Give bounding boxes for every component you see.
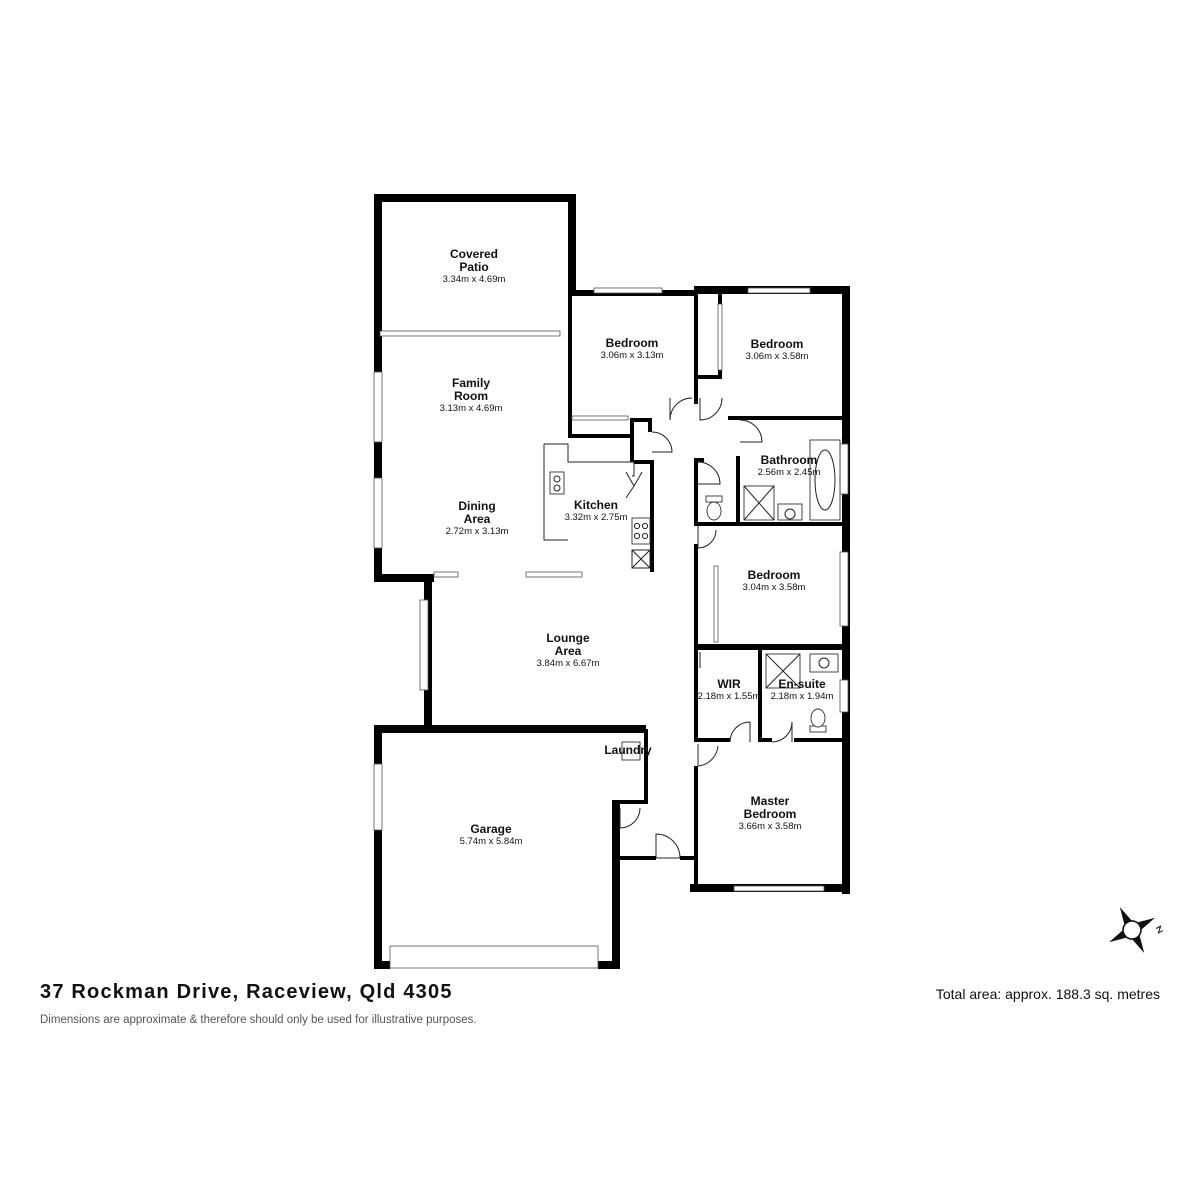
- room-name-line2: Area: [464, 512, 491, 526]
- room-bedroom-2: Bedroom 3.06m x 3.13m: [601, 336, 664, 361]
- room-dining-area: Dining Area 2.72m x 3.13m: [446, 499, 509, 537]
- fixtures: [543, 439, 841, 761]
- room-name: Garage: [470, 822, 512, 836]
- room-dimensions: 2.18m x 1.94m: [771, 691, 834, 702]
- room-dimensions: 2.18m x 1.55m: [698, 691, 761, 702]
- room-dimensions: 3.84m x 6.67m: [537, 658, 600, 669]
- room-master-bedroom: Master Bedroom 3.66m x 3.58m: [739, 794, 802, 832]
- room-dimensions: 3.32m x 2.75m: [565, 512, 628, 523]
- room-dimensions: 3.06m x 3.58m: [746, 351, 809, 362]
- room-dimensions: 2.72m x 3.13m: [446, 526, 509, 537]
- room-dimensions: 5.74m x 5.84m: [460, 836, 523, 847]
- room-garage: Garage 5.74m x 5.84m: [460, 822, 523, 847]
- room-wir: WIR 2.18m x 1.55m: [698, 677, 761, 702]
- room-name-line1: Covered: [450, 247, 498, 261]
- room-dimensions: 3.04m x 3.58m: [743, 582, 806, 593]
- room-name: Bedroom: [606, 336, 659, 350]
- room-name: Bedroom: [748, 568, 801, 582]
- room-name-line1: Lounge: [546, 631, 590, 645]
- room-dimensions: 3.06m x 3.13m: [601, 350, 664, 361]
- room-name: Bedroom: [751, 337, 804, 351]
- room-bedroom-3: Bedroom 3.06m x 3.58m: [746, 337, 809, 362]
- room-dimensions: 3.66m x 3.58m: [739, 821, 802, 832]
- room-dimensions: 3.34m x 4.69m: [443, 274, 506, 285]
- room-dimensions: 2.56m x 2.45m: [758, 467, 821, 478]
- room-name: WIR: [717, 677, 741, 691]
- room-name: Kitchen: [574, 498, 618, 512]
- windows: [373, 287, 849, 969]
- disclaimer-text: Dimensions are approximate & therefore s…: [40, 1014, 477, 1026]
- total-area-text: Total area: approx. 188.3 sq. metres: [935, 986, 1160, 1002]
- floor-plan: Covered Patio 3.34m x 4.69m Bedroom 3.06…: [373, 194, 1164, 969]
- room-kitchen: Kitchen 3.32m x 2.75m: [565, 498, 628, 523]
- room-bathroom: Bathroom 2.56m x 2.45m: [758, 453, 821, 478]
- room-lounge-area: Lounge Area 3.84m x 6.67m: [537, 631, 600, 669]
- room-name: Bathroom: [761, 453, 818, 467]
- room-covered-patio: Covered Patio 3.34m x 4.69m: [443, 247, 506, 285]
- room-name: En-suite: [778, 677, 826, 691]
- room-name-line1: Master: [751, 794, 790, 808]
- room-name-line2: Patio: [459, 260, 488, 274]
- room-dimensions: 3.13m x 4.69m: [440, 403, 503, 414]
- room-name-line1: Dining: [458, 499, 495, 513]
- room-name-line1: Family: [452, 376, 490, 390]
- compass-rose-icon: [1109, 907, 1164, 953]
- room-name-line2: Room: [454, 389, 488, 403]
- room-name: Laundry: [604, 743, 652, 757]
- property-address: 37 Rockman Drive, Raceview, Qld 4305: [40, 981, 453, 1003]
- room-bedroom-4: Bedroom 3.04m x 3.58m: [743, 568, 806, 593]
- doors: [619, 397, 793, 859]
- room-family-room: Family Room 3.13m x 4.69m: [440, 376, 503, 414]
- room-name-line2: Bedroom: [744, 807, 797, 821]
- room-laundry: Laundry: [604, 743, 652, 757]
- room-name-line2: Area: [555, 644, 582, 658]
- room-ensuite: En-suite 2.18m x 1.94m: [771, 677, 834, 702]
